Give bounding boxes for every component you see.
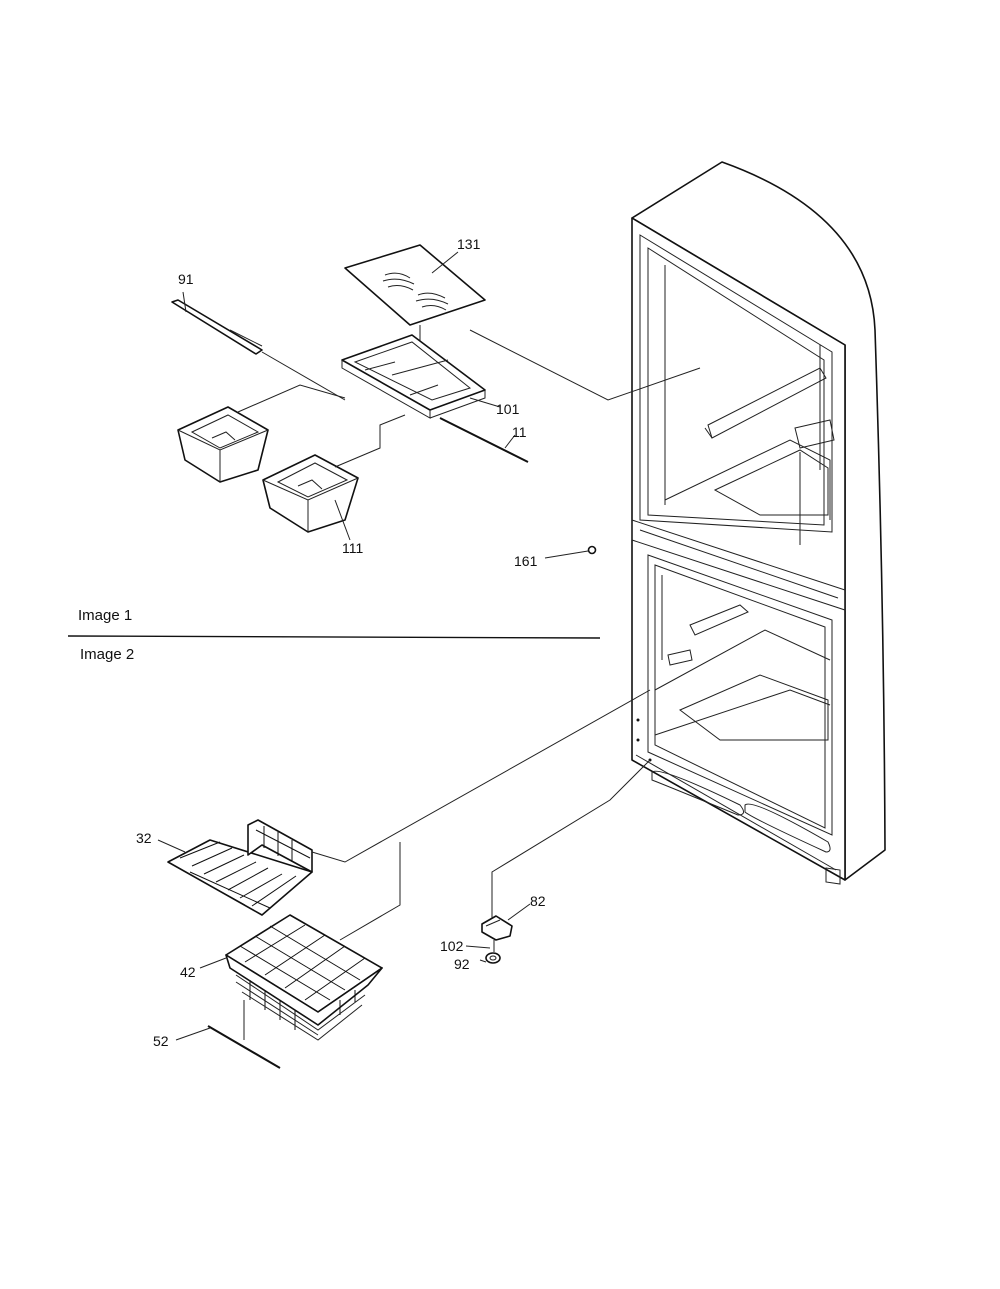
part-11-rod [439, 417, 529, 463]
callout-52: 52 [153, 1033, 169, 1049]
part-42-wire-basket [199, 842, 401, 1041]
callout-32: 32 [136, 830, 152, 846]
callout-131: 131 [457, 236, 481, 252]
refrigerator-cabinet [631, 161, 886, 885]
leader-image1-to-cabinet [469, 329, 701, 401]
callout-42: 42 [180, 964, 196, 980]
callout-161: 161 [514, 553, 538, 569]
part-32-wire-shelf [157, 689, 651, 916]
callout-82: 82 [530, 893, 546, 909]
part-131-glass-shelf [344, 244, 486, 355]
part-91-rail [171, 291, 346, 401]
part-82-bracket [481, 759, 651, 941]
callout-111: 111 [342, 540, 363, 556]
part-161 [544, 545, 597, 559]
part-crisper-drawer-left [177, 384, 346, 483]
section-divider [67, 635, 601, 639]
callout-91: 91 [178, 271, 194, 287]
part-92-roller [479, 952, 501, 964]
callout-102: 102 [440, 938, 464, 954]
part-101-crisper-cover [341, 334, 501, 419]
callout-92: 92 [454, 956, 470, 972]
part-52-rod [175, 1025, 281, 1069]
callout-11: 11 [512, 424, 527, 440]
section-label-image2: Image 2 [80, 646, 134, 663]
part-111-crisper-drawer [262, 414, 406, 541]
part-102-screw [465, 940, 495, 952]
section-label-image1: Image 1 [78, 607, 132, 624]
callout-101: 101 [496, 401, 520, 417]
